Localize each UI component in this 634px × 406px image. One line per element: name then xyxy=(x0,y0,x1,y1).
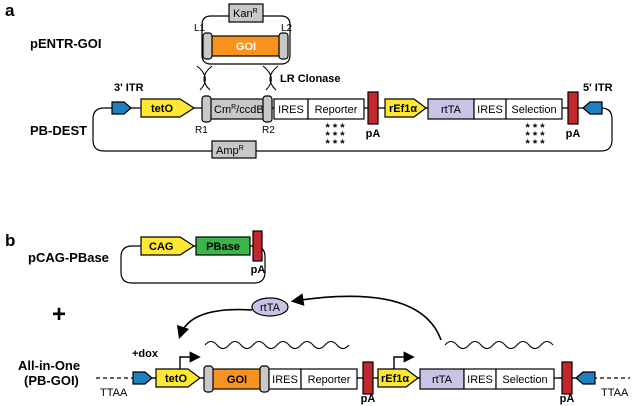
allinone-rtta-label: rtTA xyxy=(432,374,453,386)
pentr-backbone-bottom xyxy=(201,46,291,65)
ref1a-label: rEf1α xyxy=(389,103,417,115)
panel-a-label: a xyxy=(5,1,15,20)
allinone-reporter-label: Reporter xyxy=(308,374,351,386)
ref1a-tss-arrow xyxy=(393,351,415,370)
cag-label: CAG xyxy=(149,241,173,253)
transcript-rtta-wave xyxy=(444,340,554,350)
allinone-ref1a-promoter xyxy=(377,368,419,388)
rtta-label: rtTA xyxy=(441,104,462,116)
pcag-pa-label: pA xyxy=(251,264,266,276)
pcag-pa-signal xyxy=(252,230,263,262)
ttaa-left: TTAA xyxy=(100,387,128,399)
allinone-subtitle: (PB-GOI) xyxy=(24,373,79,388)
pbase-label: PBase xyxy=(206,241,240,253)
pbase-box xyxy=(195,236,251,256)
selection-stars-2: * * * xyxy=(526,130,546,142)
allinone-ref1a-label: rEf1α xyxy=(381,373,409,385)
allinone-att-left xyxy=(203,365,214,393)
cmr-ccdb-label: CmR/ccdB xyxy=(214,104,264,116)
r1-label: R1 xyxy=(195,125,208,136)
allinone-selection-label: Selection xyxy=(502,374,547,386)
transcript-goi-wave xyxy=(204,340,350,350)
ttaa-right: TTAA xyxy=(601,387,629,399)
ampr-box xyxy=(211,140,257,159)
itr5-arrow xyxy=(582,101,603,115)
allinone-teto-promoter xyxy=(155,368,201,388)
allinone-goi-label: GOI xyxy=(227,374,247,386)
reporter-stars-1: * * * xyxy=(326,122,346,134)
pentr-goi-title: pENTR-GOI xyxy=(30,36,102,51)
teto-tss-arrow xyxy=(179,351,201,370)
kanr-label: KanR xyxy=(233,8,258,20)
pentr-goi-label: GOI xyxy=(236,41,256,53)
ires2-label: IRES xyxy=(477,104,503,116)
r1-site xyxy=(201,95,212,123)
cag-promoter xyxy=(140,236,196,256)
l2-label: L2 xyxy=(281,23,293,34)
allinone-att-right xyxy=(259,365,270,393)
allinone-itr3-arrow xyxy=(132,371,153,385)
allinone-pa2-signal xyxy=(561,361,573,395)
pcag-backbone xyxy=(120,245,266,284)
allinone-pa1-signal xyxy=(362,361,374,395)
ref1a-promoter xyxy=(384,98,427,118)
plus-sign: + xyxy=(52,301,66,328)
kanr-box xyxy=(228,3,264,23)
itr5-label: 5' ITR xyxy=(583,82,613,94)
allinone-title: All-in-One xyxy=(18,358,80,373)
selection-label: Selection xyxy=(511,104,556,116)
allinone-itr5-arrow xyxy=(575,371,596,385)
allinone-teto-label: tetO xyxy=(165,373,187,385)
reporter-stars-3: * * * xyxy=(326,138,346,150)
l1-site xyxy=(202,32,213,60)
teto-label: tetO xyxy=(151,103,173,115)
allinone-reporter-box xyxy=(300,368,358,390)
reporter-stars-2: * * * xyxy=(326,130,346,142)
teto-promoter xyxy=(140,98,196,118)
rtta-feedback-arrow xyxy=(290,293,442,341)
rtta-to-teto-arrow xyxy=(176,308,253,340)
allinone-pa1-label: pA xyxy=(361,393,376,405)
allinone-ires1-label: IRES xyxy=(272,374,298,386)
ires1-label: IRES xyxy=(278,104,304,116)
pa2-signal xyxy=(567,91,579,125)
r2-label: R2 xyxy=(262,125,275,136)
allinone-selection-box xyxy=(495,368,555,390)
l2-site xyxy=(278,32,289,60)
selection-stars-3: * * * xyxy=(526,138,546,150)
lr-cross-right xyxy=(262,65,279,91)
allinone-pa2-label: pA xyxy=(560,393,575,405)
pb-dest-title: PB-DEST xyxy=(30,123,87,138)
pa1-signal xyxy=(367,91,379,125)
lr-clonase-label: LR Clonase xyxy=(280,73,341,85)
allinone-ires2-label: IRES xyxy=(467,374,493,386)
itr3-label: 3' ITR xyxy=(114,82,144,94)
pb-dest-backbone xyxy=(92,107,613,152)
pa1-label: pA xyxy=(366,128,381,140)
reporter-box xyxy=(307,98,365,120)
r2-site xyxy=(262,95,273,123)
dox-label: +dox xyxy=(132,348,159,360)
panel-b-label: b xyxy=(5,231,15,250)
pa2-label: pA xyxy=(566,128,581,140)
ampr-label: AmpR xyxy=(216,145,244,157)
itr3-arrow xyxy=(111,101,132,115)
l1-label: L1 xyxy=(194,23,206,34)
lr-cross-left xyxy=(196,65,213,91)
selection-box xyxy=(505,98,563,120)
pcag-pbase-title: pCAG-PBase xyxy=(28,250,109,265)
selection-stars-1: * * * xyxy=(526,122,546,134)
rtta-bubble xyxy=(251,297,289,317)
reporter-label: Reporter xyxy=(315,104,358,116)
rtta-bubble-label: rtTA xyxy=(260,302,281,314)
